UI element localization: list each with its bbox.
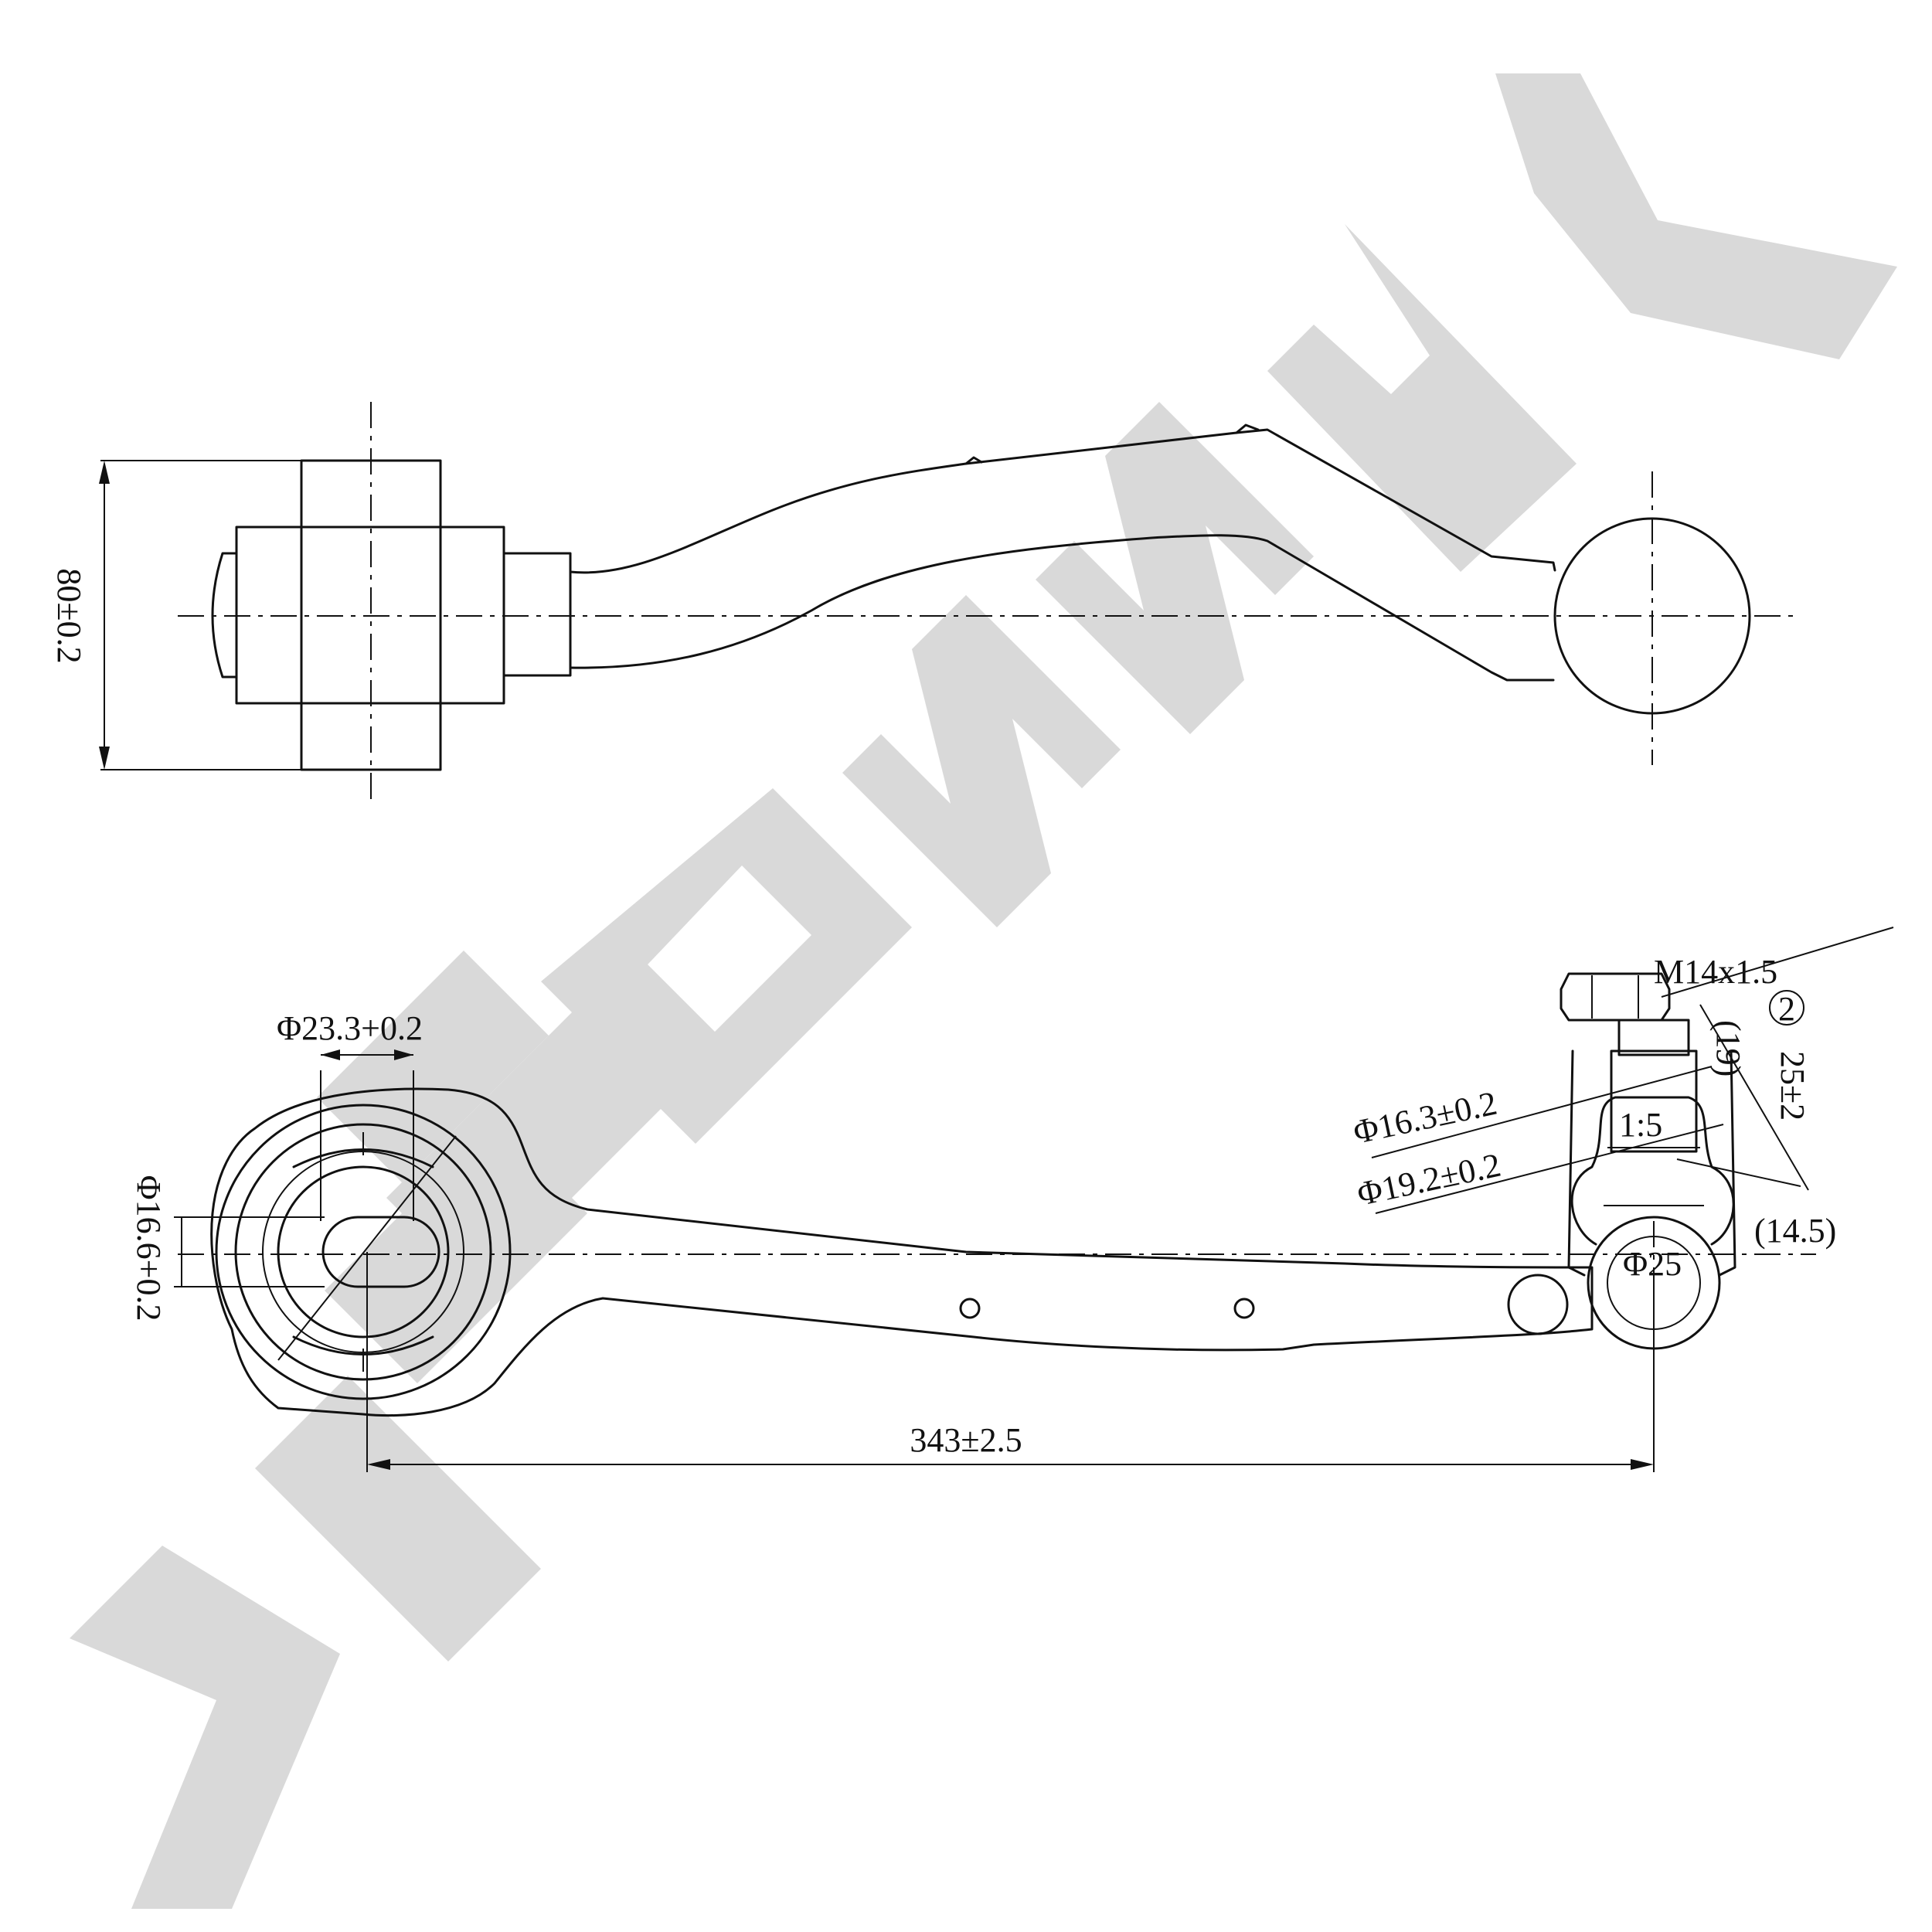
ball-joint-boot	[1570, 1096, 1735, 1246]
taper-ratio-label: 1:5	[1619, 1106, 1662, 1144]
taper-small-label: Φ16.3±0.2	[1350, 1084, 1500, 1151]
inner-bore-label: Φ16.6+0.2	[130, 1175, 168, 1321]
bushing-sleeve	[300, 459, 442, 771]
note-marker-circle	[1769, 990, 1804, 1026]
thread-label: M14x1.5	[1654, 953, 1777, 991]
arm-lower-edge	[569, 534, 1555, 682]
stud-length-label: (19)	[1709, 1020, 1747, 1077]
top-view: 80±0.2	[50, 402, 1801, 800]
arm-hole-1	[959, 1298, 981, 1319]
arm-neck-section	[502, 552, 572, 677]
ball-diameter-label: Φ25	[1623, 1245, 1682, 1283]
arm-boss	[1507, 1274, 1569, 1335]
ball-stud-nut	[1560, 972, 1671, 1022]
watermark-logo	[70, 73, 1897, 1909]
arm-outline	[210, 1087, 1594, 1417]
boot-clip-left	[1567, 1049, 1586, 1277]
bushing-ring-2	[234, 1123, 492, 1381]
center-distance-label: 343±2.5	[910, 1421, 1022, 1459]
bushing-outer-ring	[215, 1104, 512, 1400]
arm-hole-2	[1233, 1298, 1255, 1319]
boot-clip-right	[1718, 1049, 1736, 1277]
bushing-bore-slot	[321, 1216, 440, 1288]
ball-stud-shank	[1610, 1049, 1698, 1153]
note-marker-label: 2	[1778, 990, 1795, 1028]
ball-height-label: 25±2	[1774, 1051, 1811, 1121]
bushing-inner-ring	[277, 1165, 450, 1338]
height-dimension-label: 80±0.2	[50, 568, 88, 663]
arm-upper-edge	[569, 428, 1556, 574]
left-end-cap	[211, 552, 238, 679]
arm-weld-bump-2	[1235, 423, 1260, 434]
ball-joint-housing	[1553, 517, 1751, 715]
ball-stud-hatched	[1617, 1019, 1690, 1056]
bore-width-label: Φ23.3+0.2	[277, 1009, 423, 1047]
bushing-diameter-leader	[277, 1135, 457, 1361]
arm-weld-bump-1	[964, 456, 983, 465]
offset-label: (14.5)	[1754, 1212, 1836, 1250]
